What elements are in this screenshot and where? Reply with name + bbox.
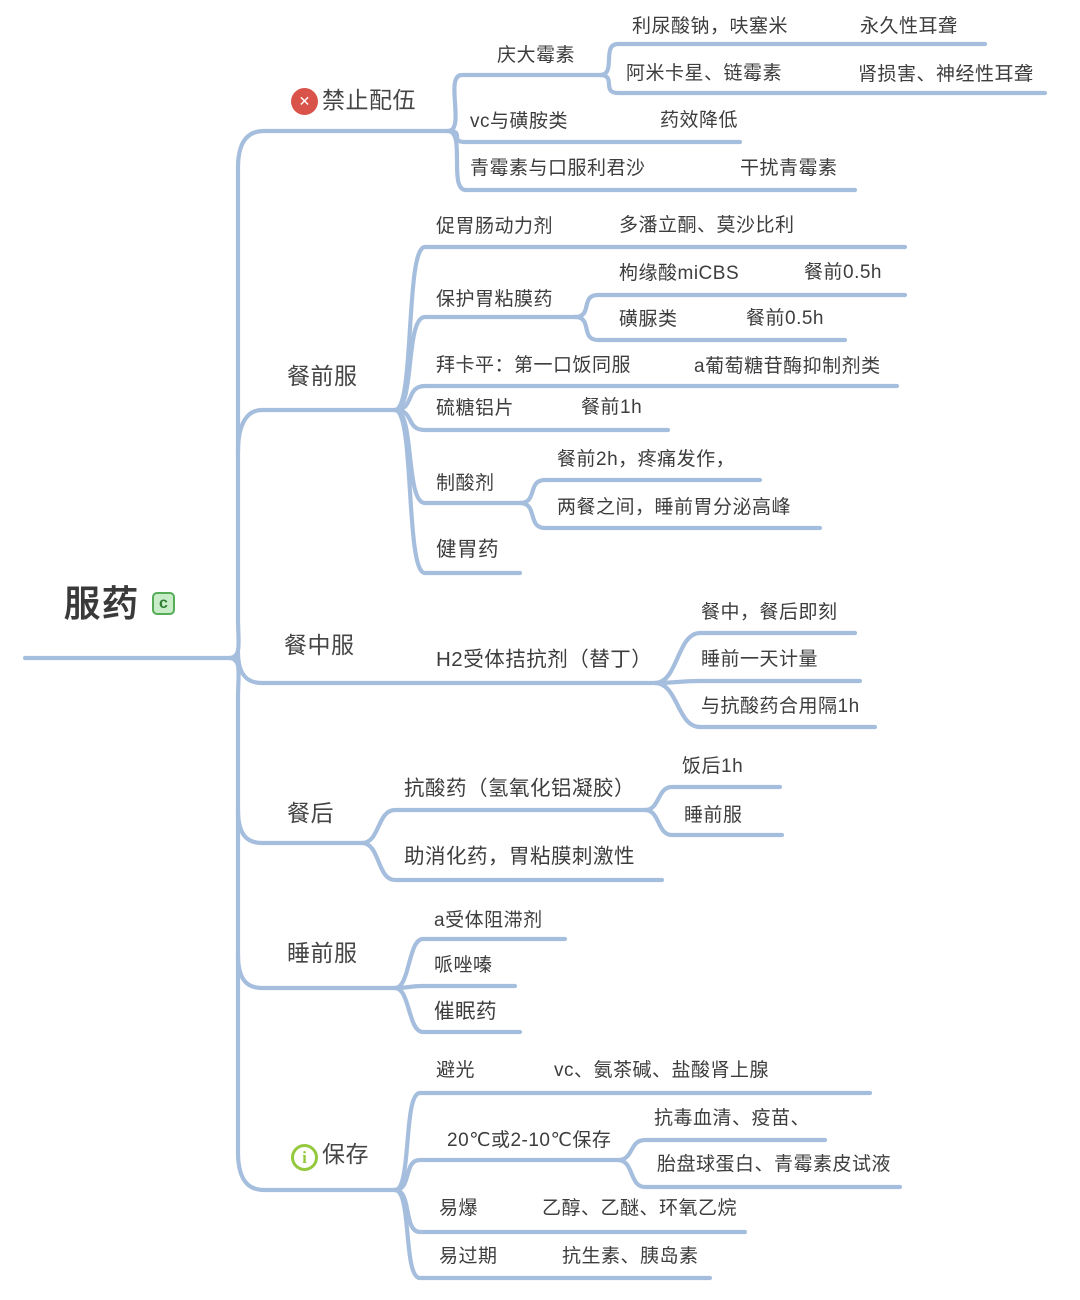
node-sulfonylureas: 磺脲类 bbox=[619, 309, 678, 330]
node-ethanol-ether-ethylene-oxide: 乙醇、乙醚、环氧乙烷 bbox=[542, 1198, 738, 1219]
node-sucralfate-tablets: 硫糖铝片 bbox=[436, 398, 515, 419]
node-antacid-agents: 制酸剂 bbox=[436, 473, 495, 494]
node-antisera-vaccines: 抗毒血清、疫苗、 bbox=[654, 1108, 811, 1129]
node-antacids-aluminium-hydroxide-gel: 抗酸药（氢氧化铝凝胶） bbox=[404, 777, 635, 800]
node-20c-or-2-10c-storage: 20℃或2-10℃保存 bbox=[447, 1130, 612, 1151]
node-take-before-sleep: 睡前服 bbox=[684, 805, 743, 826]
node-interferes-penicillin: 干扰青霉素 bbox=[740, 158, 838, 179]
root-badge-c-icon: c bbox=[152, 592, 175, 615]
node-vc-with-sulfonamides: vc与磺胺类 bbox=[470, 111, 569, 132]
node-bedtime-daily-dose: 睡前一天计量 bbox=[701, 649, 819, 670]
node-alpha-blockers: a受体阻滞剂 bbox=[434, 910, 543, 931]
node-vc-aminophylline-epinephrine: vc、氨茶碱、盐酸肾上腺 bbox=[554, 1060, 770, 1081]
node-stomachic-drugs: 健胃药 bbox=[436, 538, 499, 561]
node-citrate-micbs: 枸缘酸miCBS bbox=[619, 263, 740, 284]
node-with-meal-right-after: 餐中，餐后即刻 bbox=[701, 602, 838, 623]
node-permanent-deafness: 永久性耳聋 bbox=[860, 16, 958, 37]
branch-after-meal: 餐后 bbox=[287, 800, 334, 826]
node-gentamicin: 庆大霉素 bbox=[497, 45, 576, 66]
node-light-protected: 避光 bbox=[436, 1060, 476, 1081]
node-between-meals-bedtime-peak: 两餐之间，睡前胃分泌高峰 bbox=[557, 497, 792, 518]
node-flammable: 易爆 bbox=[439, 1198, 479, 1219]
node-before-meal-half-hour-1: 餐前0.5h bbox=[804, 262, 882, 283]
branch-forbidden-combination: 禁止配伍 bbox=[322, 87, 416, 113]
node-etacrynate-furosemide: 利尿酸钠，呋塞米 bbox=[632, 16, 789, 37]
branch-before-sleep: 睡前服 bbox=[287, 940, 358, 966]
node-perishable: 易过期 bbox=[439, 1246, 498, 1267]
root-node-take-medicine: 服药 bbox=[64, 583, 141, 624]
branch-before-meal: 餐前服 bbox=[287, 363, 358, 389]
node-placental-globulin-penicillin-test: 胎盘球蛋白、青霉素皮试液 bbox=[657, 1154, 892, 1175]
node-alpha-glucosidase-inhibitors: a葡萄糖苷酶抑制剂类 bbox=[694, 356, 881, 377]
node-penicillin-with-oral-lijunsha: 青霉素与口服利君沙 bbox=[470, 158, 646, 179]
node-reduced-efficacy: 药效降低 bbox=[660, 110, 739, 131]
node-kidney-damage-nerve-deafness: 肾损害、神经性耳聋 bbox=[858, 64, 1034, 85]
node-1h-apart-from-antacids: 与抗酸药合用隔1h bbox=[701, 696, 860, 717]
node-prokinetic-agents: 促胃肠动力剂 bbox=[436, 216, 554, 237]
node-gastric-mucosa-protectants: 保护胃粘膜药 bbox=[436, 289, 554, 310]
forbidden-x-circle-icon: ✕ bbox=[291, 88, 318, 115]
node-prazosin: 哌唑嗪 bbox=[434, 955, 493, 976]
node-1h-after-meal: 饭后1h bbox=[682, 756, 744, 777]
node-hypnotics: 催眠药 bbox=[434, 1000, 497, 1023]
branch-with-meal: 餐中服 bbox=[284, 632, 355, 658]
node-domperidone-mosapride: 多潘立酮、莫沙比利 bbox=[619, 215, 795, 236]
node-before-meal-1h: 餐前1h bbox=[581, 397, 643, 418]
node-antibiotics-insulin: 抗生素、胰岛素 bbox=[562, 1246, 699, 1267]
node-acarbose-first-bite: 拜卡平：第一口饭同服 bbox=[436, 355, 632, 376]
node-before-meal-2h-pain: 餐前2h，疼痛发作， bbox=[557, 449, 736, 470]
node-before-meal-half-hour-2: 餐前0.5h bbox=[746, 308, 824, 329]
node-amikacin-streptomycin: 阿米卡星、链霉素 bbox=[626, 63, 783, 84]
node-digestive-aids-mucosa-irritant: 助消化药，胃粘膜刺激性 bbox=[404, 845, 635, 868]
info-circle-icon: i bbox=[291, 1144, 318, 1171]
branch-storage: 保存 bbox=[322, 1141, 369, 1167]
node-h2-antagonists: H2受体拮抗剂（替丁） bbox=[436, 648, 653, 671]
